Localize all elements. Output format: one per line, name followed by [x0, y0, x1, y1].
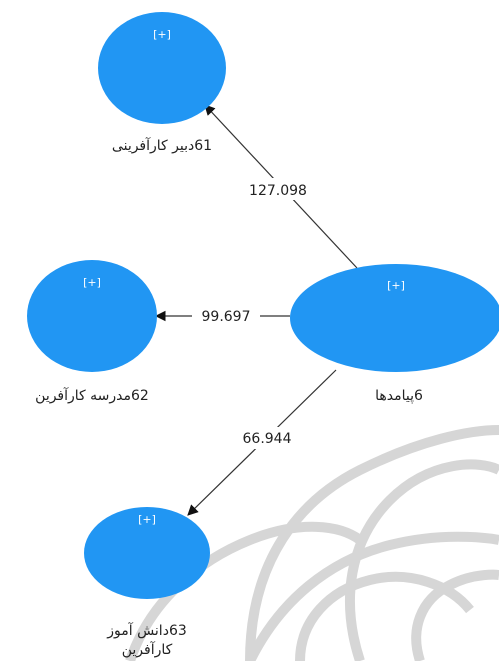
construct-node-62[interactable]: [+] [27, 260, 157, 372]
node-label: 63دانش آموز [106, 622, 187, 639]
edge-value-label: 127.098 [249, 183, 307, 199]
node-label: 6پیامدها [375, 388, 423, 404]
node-label: 62مدرسه کارآفرین [35, 387, 149, 404]
expand-marker[interactable]: [+] [138, 513, 156, 526]
edge-value-label: 99.697 [202, 309, 251, 325]
expand-marker[interactable]: [+] [83, 276, 101, 289]
watermark-ornament-icon [125, 425, 499, 661]
node-label: کارآفرین [122, 641, 173, 658]
node-label: 61دبیر کارآفرینی [112, 137, 212, 154]
construct-node-61[interactable]: [+] [98, 12, 226, 124]
edge-value-label: 66.944 [243, 431, 292, 447]
construct-node-63[interactable]: [+] [84, 507, 210, 599]
edge-6-to-61: 127.098 [204, 104, 358, 269]
edge-6-to-63: 66.944 [187, 369, 337, 516]
expand-marker[interactable]: [+] [387, 279, 405, 292]
edge-6-to-62: 99.697 [154, 305, 290, 327]
expand-marker[interactable]: [+] [153, 28, 171, 41]
construct-node-6[interactable]: [+] [290, 264, 499, 372]
